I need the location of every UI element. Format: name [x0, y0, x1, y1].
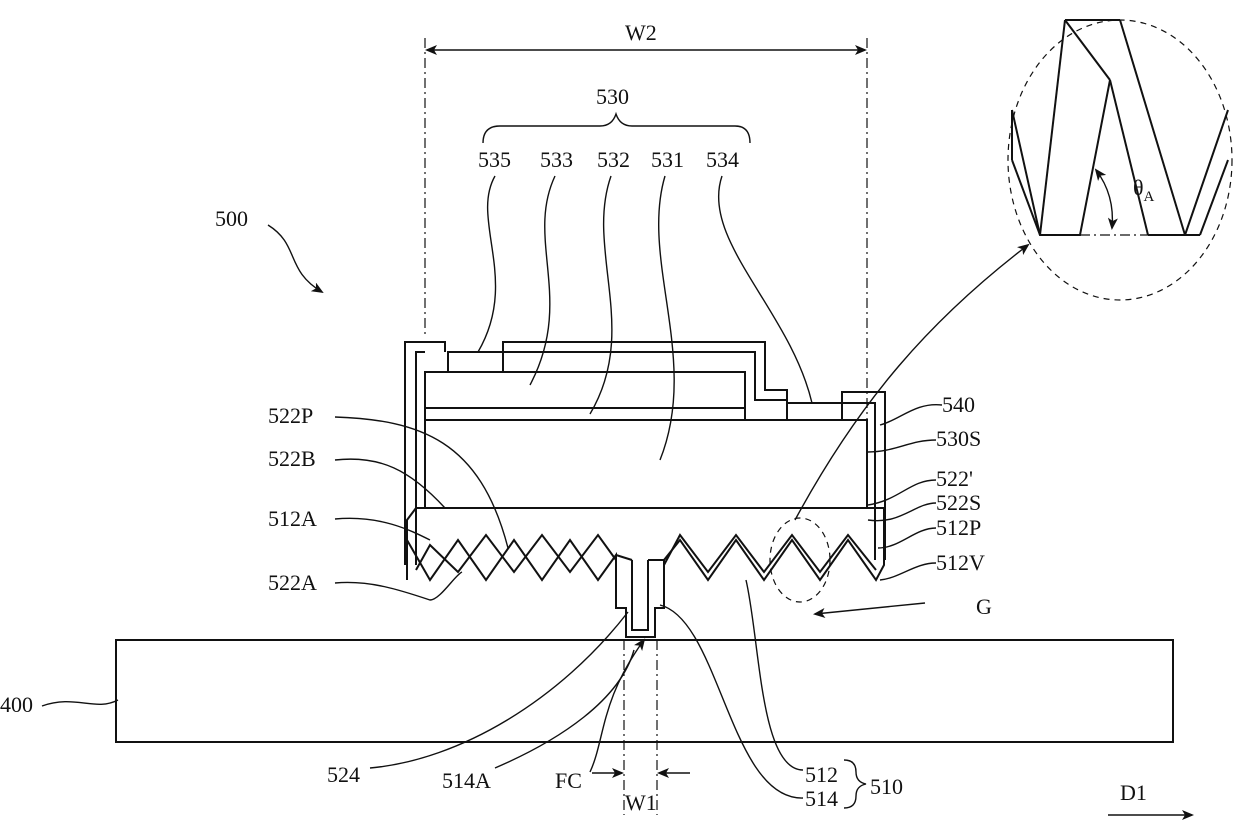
label-theta: θA	[1133, 175, 1155, 205]
label-400: 400	[0, 692, 33, 717]
label-522prime: 522'	[936, 466, 973, 491]
label-535: 535	[478, 147, 511, 172]
label-522B: 522B	[268, 446, 316, 471]
label-FC: FC	[555, 768, 582, 793]
label-510: 510	[870, 774, 903, 799]
g-arrow	[815, 603, 925, 614]
device-530	[425, 352, 867, 508]
brace-530	[483, 114, 750, 143]
label-524: 524	[327, 762, 360, 787]
label-w2: W2	[625, 20, 657, 45]
label-530S: 530S	[936, 426, 981, 451]
detail-arrow	[795, 245, 1028, 520]
brace-510	[844, 760, 866, 808]
label-534: 534	[706, 147, 739, 172]
label-531: 531	[651, 147, 684, 172]
electrode-534	[787, 403, 842, 420]
label-514A: 514A	[442, 768, 491, 793]
label-512V: 512V	[936, 550, 985, 575]
label-512P: 512P	[936, 515, 981, 540]
roughened-layers	[407, 508, 884, 637]
arrow-500	[268, 225, 322, 292]
label-530: 530	[596, 84, 629, 109]
label-514: 514	[805, 786, 838, 811]
label-532: 532	[597, 147, 630, 172]
electrode-535	[448, 352, 503, 372]
label-522A: 522A	[268, 570, 317, 595]
label-512: 512	[805, 762, 838, 787]
layer-533	[425, 372, 745, 408]
label-D1: D1	[1120, 780, 1147, 805]
detail-view-G	[1008, 20, 1232, 300]
label-512A: 512A	[268, 506, 317, 531]
label-522P: 522P	[268, 403, 313, 428]
layer-540	[405, 342, 885, 565]
substrate-400	[116, 640, 1173, 742]
label-522S: 522S	[936, 490, 981, 515]
label-533: 533	[540, 147, 573, 172]
label-G: G	[976, 594, 992, 619]
label-540: 540	[942, 392, 975, 417]
layer-532	[425, 408, 745, 420]
label-W1: W1	[625, 790, 657, 815]
label-500: 500	[215, 206, 248, 231]
dimension-w2	[425, 38, 867, 420]
layer-531	[425, 420, 867, 508]
